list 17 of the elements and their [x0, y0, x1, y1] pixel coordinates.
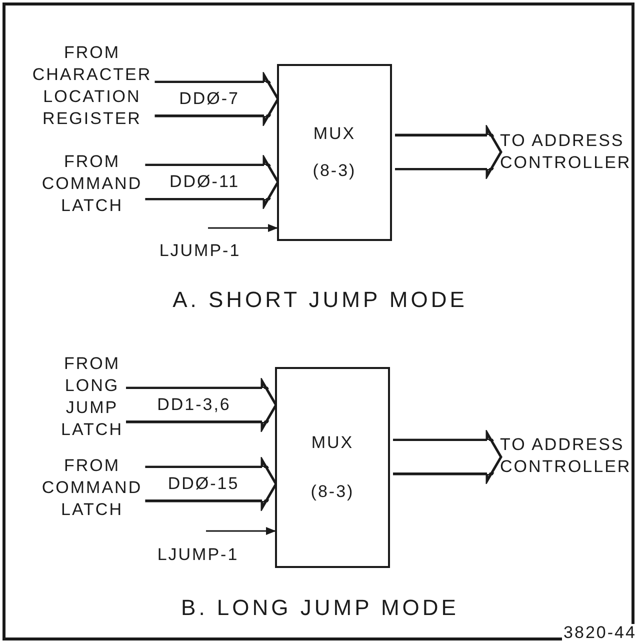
block-label: (8-3): [312, 160, 356, 182]
figure-number: 3820-44: [562, 624, 637, 642]
signal-label: TO ADDRESS CONTROLLER: [500, 434, 632, 478]
signal-arrow: [208, 224, 278, 232]
block-label: (8-3): [310, 480, 354, 503]
mux-block: [277, 64, 392, 241]
block-label: MUX: [311, 432, 354, 454]
section-title: B. LONG JUMP MODE: [181, 595, 459, 621]
signal-arrow: [206, 527, 276, 535]
signal-label: FROM CHARACTER LOCATION REGISTER: [32, 42, 152, 130]
signal-label: TO ADDRESS CONTROLLER: [500, 130, 632, 174]
mux-block: [275, 367, 390, 568]
block-label: MUX: [313, 123, 356, 146]
section-title: A. SHORT JUMP MODE: [172, 287, 468, 313]
signal-label: FROM COMMAND LATCH: [42, 151, 142, 217]
signal-label: FROM COMMAND LATCH: [42, 455, 142, 521]
signal-label: FROM LONG JUMP LATCH: [61, 353, 123, 441]
